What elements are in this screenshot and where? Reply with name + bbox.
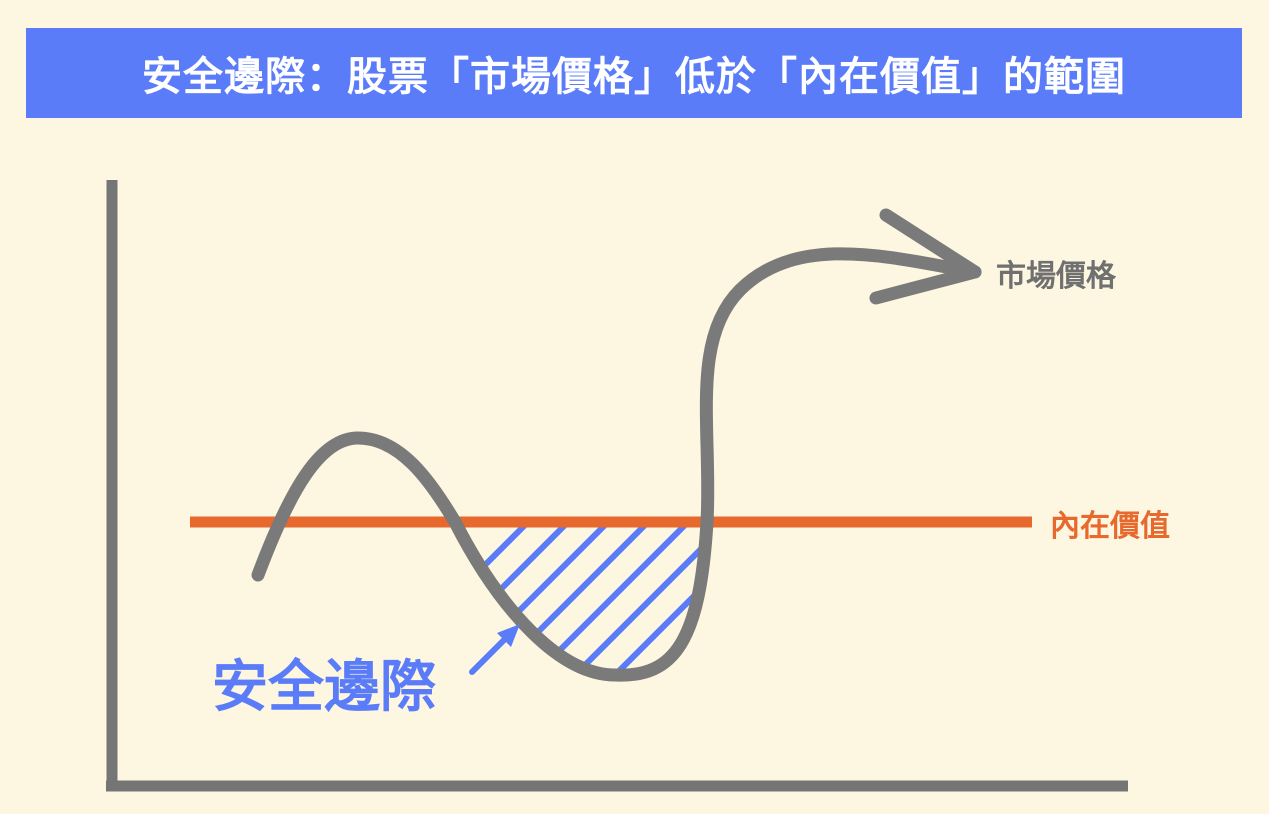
market-price-arrowhead [869, 208, 982, 305]
page-title: 安全邊際：股票「市場價格」低於「內在價值」的範圍 [142, 54, 1126, 100]
title-banner: 安全邊際：股票「市場價格」低於「內在價值」的範圍 [26, 28, 1242, 118]
intrinsic-value-label: 內在價值 [1050, 509, 1170, 544]
margin-of-safety-label: 安全邊際 [212, 655, 436, 720]
market-price-label: 市場價格 [996, 259, 1116, 294]
market-price-curve [251, 247, 982, 682]
margin-of-safety-hatch [467, 522, 707, 676]
margin-pointer-arrowhead [497, 624, 520, 647]
